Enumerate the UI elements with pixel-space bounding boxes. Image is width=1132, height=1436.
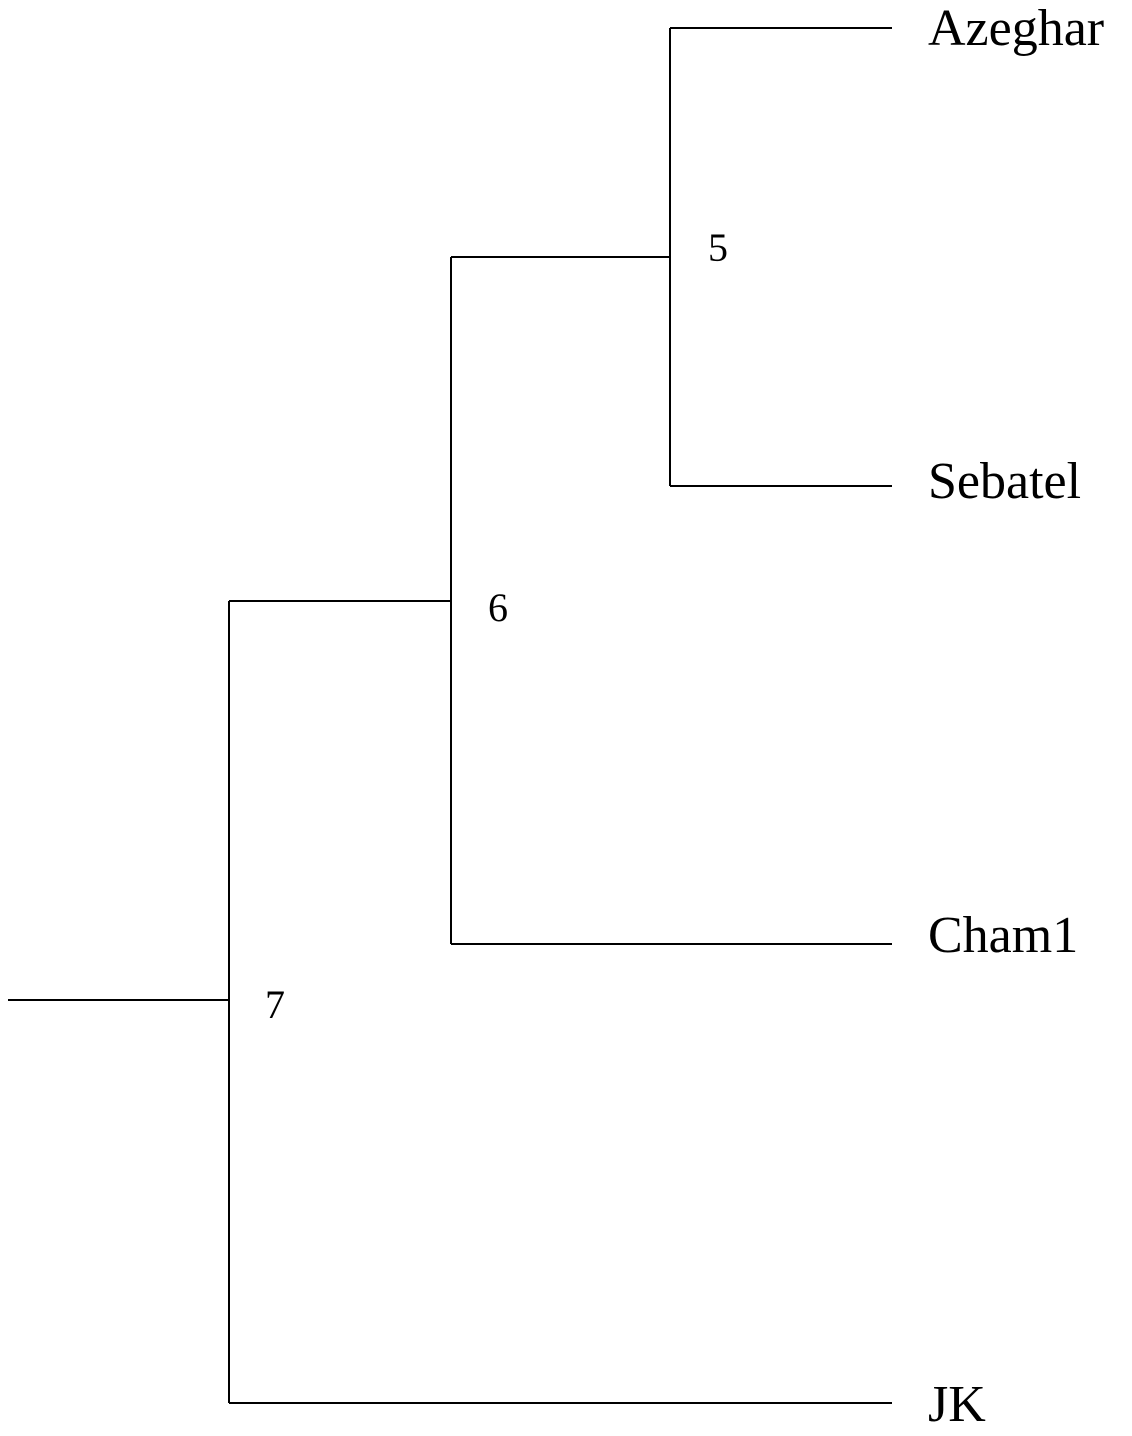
leaf-label-cham1: Cham1 [928, 907, 1078, 964]
node-label-6: 6 [488, 585, 508, 630]
leaf-label-azeghar: Azeghar [928, 0, 1104, 57]
leaf-label-sebatel: Sebatel [928, 453, 1081, 510]
node-label-5: 5 [708, 225, 728, 270]
node-label-7: 7 [265, 982, 285, 1027]
leaf-label-jk: JK [928, 1376, 986, 1433]
